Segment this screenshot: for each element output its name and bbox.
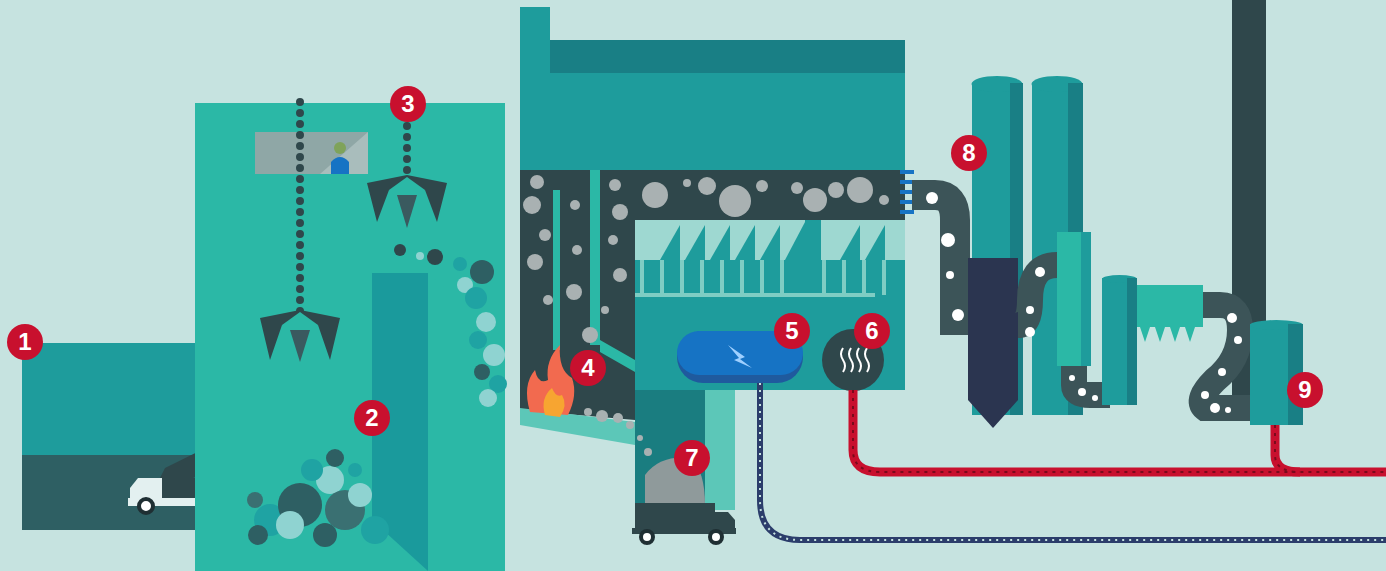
waste-pile	[247, 449, 389, 547]
callout-number: 9	[1298, 378, 1311, 402]
callout-number: 6	[865, 319, 878, 343]
callout-number: 3	[401, 92, 414, 116]
crane-right	[367, 126, 447, 228]
callout-disc: 6	[854, 313, 890, 349]
callout-disc: 3	[390, 86, 426, 122]
callout-disc: 5	[774, 313, 810, 349]
waste-bunker	[195, 103, 505, 571]
crane-left	[260, 102, 340, 362]
furnace	[520, 170, 635, 445]
callout-number: 4	[581, 356, 594, 380]
callout-disc: 1	[7, 324, 43, 360]
ash-bunker	[632, 390, 736, 543]
control-room	[255, 132, 368, 174]
callout-number: 8	[962, 141, 975, 165]
callout-number: 7	[685, 446, 698, 470]
callout-number: 5	[785, 319, 798, 343]
callout-disc: 4	[570, 350, 606, 386]
callout-disc: 9	[1287, 372, 1323, 408]
callout-disc: 7	[674, 440, 710, 476]
flue-gas-cleaning	[912, 76, 1303, 428]
callout-number: 1	[18, 330, 31, 354]
callout-disc: 2	[354, 400, 390, 436]
callout-disc: 8	[951, 135, 987, 171]
callout-number: 2	[365, 406, 378, 430]
feed-chute	[394, 244, 507, 407]
